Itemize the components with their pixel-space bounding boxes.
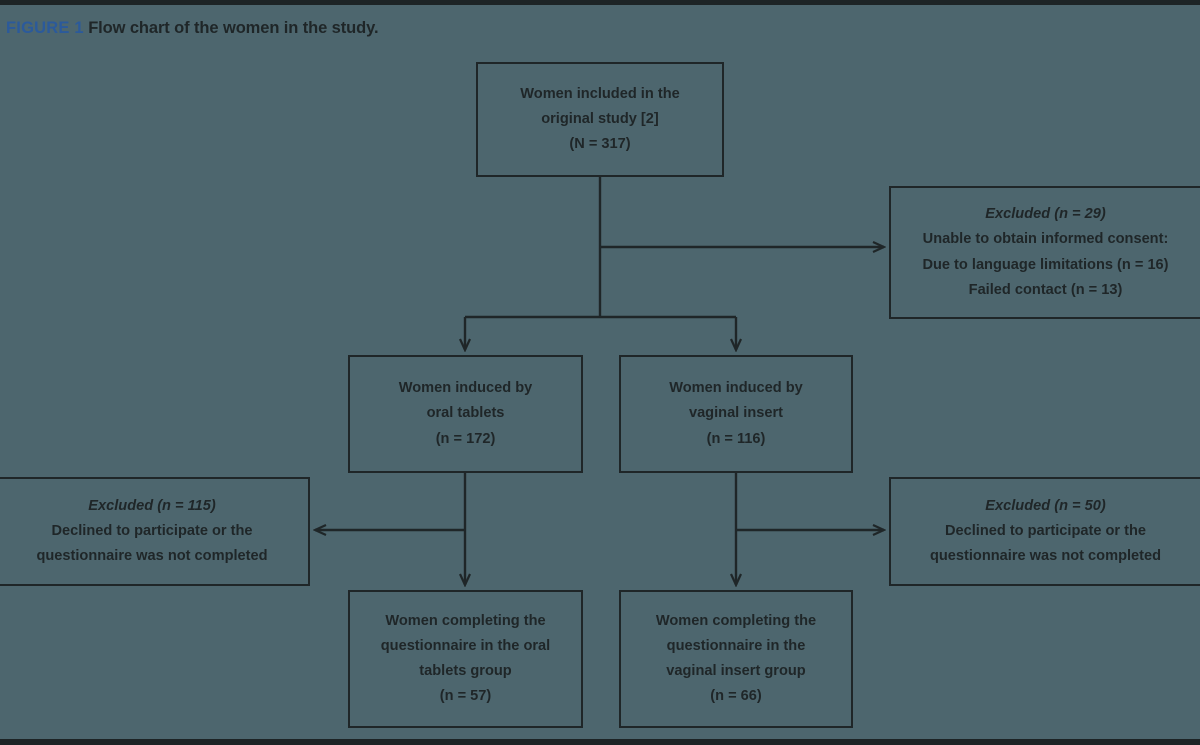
node-line: Women induced by [398, 380, 533, 397]
figure-caption-text: Flow chart of the women in the study. [88, 19, 379, 37]
figure-caption: FIGURE 1 Flow chart of the women in the … [6, 19, 379, 38]
node-excluded-consent: Excluded (n = 29) Unable to obtain infor… [889, 186, 1200, 319]
node-line: Women included in the [520, 85, 680, 102]
node-vaginal-insert: Women induced by vaginal insert (n = 116… [619, 355, 853, 473]
node-line: Excluded (n = 29) [985, 206, 1106, 223]
node-line: Excluded (n = 50) [985, 497, 1106, 514]
node-oral-tablets: Women induced by oral tablets (n = 172) [348, 355, 583, 473]
figure-label: FIGURE 1 [6, 19, 84, 37]
node-excluded-vaginal-group: Excluded (n = 50) Declined to participat… [889, 477, 1200, 586]
node-line: (n = 172) [435, 430, 496, 447]
node-line: Declined to participate or the [944, 522, 1147, 539]
node-line: Excluded (n = 115) [88, 497, 216, 514]
node-line: Declined to participate or the [51, 522, 253, 539]
node-line: Women induced by [669, 380, 803, 397]
flowchart-connectors [0, 177, 1200, 745]
node-completing-oral-group: Women completing the questionnaire in th… [348, 590, 583, 728]
node-line: Due to language limitations (n = 16) [922, 256, 1169, 273]
node-line: oral tablets [426, 405, 505, 422]
node-line: original study [2] [541, 110, 659, 127]
node-line: Unable to obtain informed consent: [922, 231, 1169, 248]
node-line: (n = 66) [710, 688, 762, 705]
node-line: questionnaire was not completed [36, 548, 268, 565]
node-excluded-oral-group: Excluded (n = 115) Declined to participa… [0, 477, 310, 586]
node-line: Women completing the [385, 612, 546, 629]
node-line: Women completing the [655, 612, 817, 629]
node-line: questionnaire in the [666, 637, 806, 654]
node-line: (n = 116) [706, 430, 766, 447]
node-original-study: Women included in the original study [2]… [476, 62, 724, 177]
node-line: tablets group [419, 663, 512, 679]
node-line: vaginal insert [688, 405, 784, 422]
node-line: Failed contact (n = 13) [968, 281, 1123, 298]
node-line: vaginal insert group [666, 663, 806, 679]
node-line: questionnaire was not completed [929, 548, 1162, 565]
node-completing-vaginal-group: Women completing the questionnaire in th… [619, 590, 853, 728]
node-line: questionnaire in the oral [380, 637, 551, 654]
node-line: (N = 317) [569, 136, 631, 153]
node-line: (n = 57) [439, 688, 492, 705]
